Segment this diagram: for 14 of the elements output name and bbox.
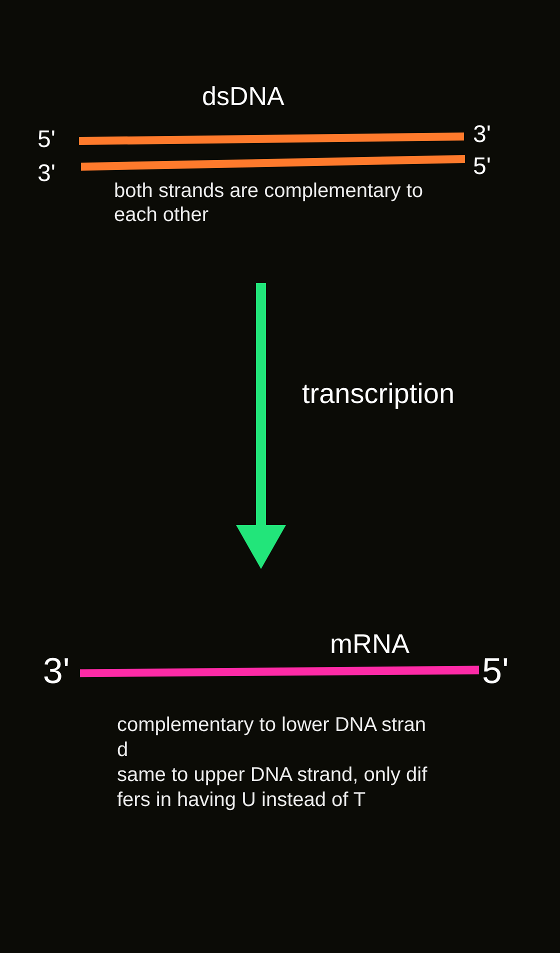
- end-label: 3': [38, 160, 56, 188]
- arrow: [236, 283, 286, 569]
- end-label: 3': [473, 120, 491, 149]
- section-heading: dsDNA: [202, 81, 284, 111]
- dna-strand: [81, 155, 465, 171]
- rna-strand: [80, 665, 479, 678]
- note-text: both strands are complementary to each other: [114, 179, 424, 227]
- note-text: same to upper DNA strand, only differs in having U instead of T: [117, 762, 428, 812]
- dna-strand: [79, 132, 464, 145]
- end-label: 5': [38, 126, 56, 154]
- end-label: 5': [473, 152, 491, 181]
- end-label: 3': [42, 651, 70, 691]
- end-label: 5': [482, 651, 509, 691]
- section-heading: mRNA: [330, 629, 410, 660]
